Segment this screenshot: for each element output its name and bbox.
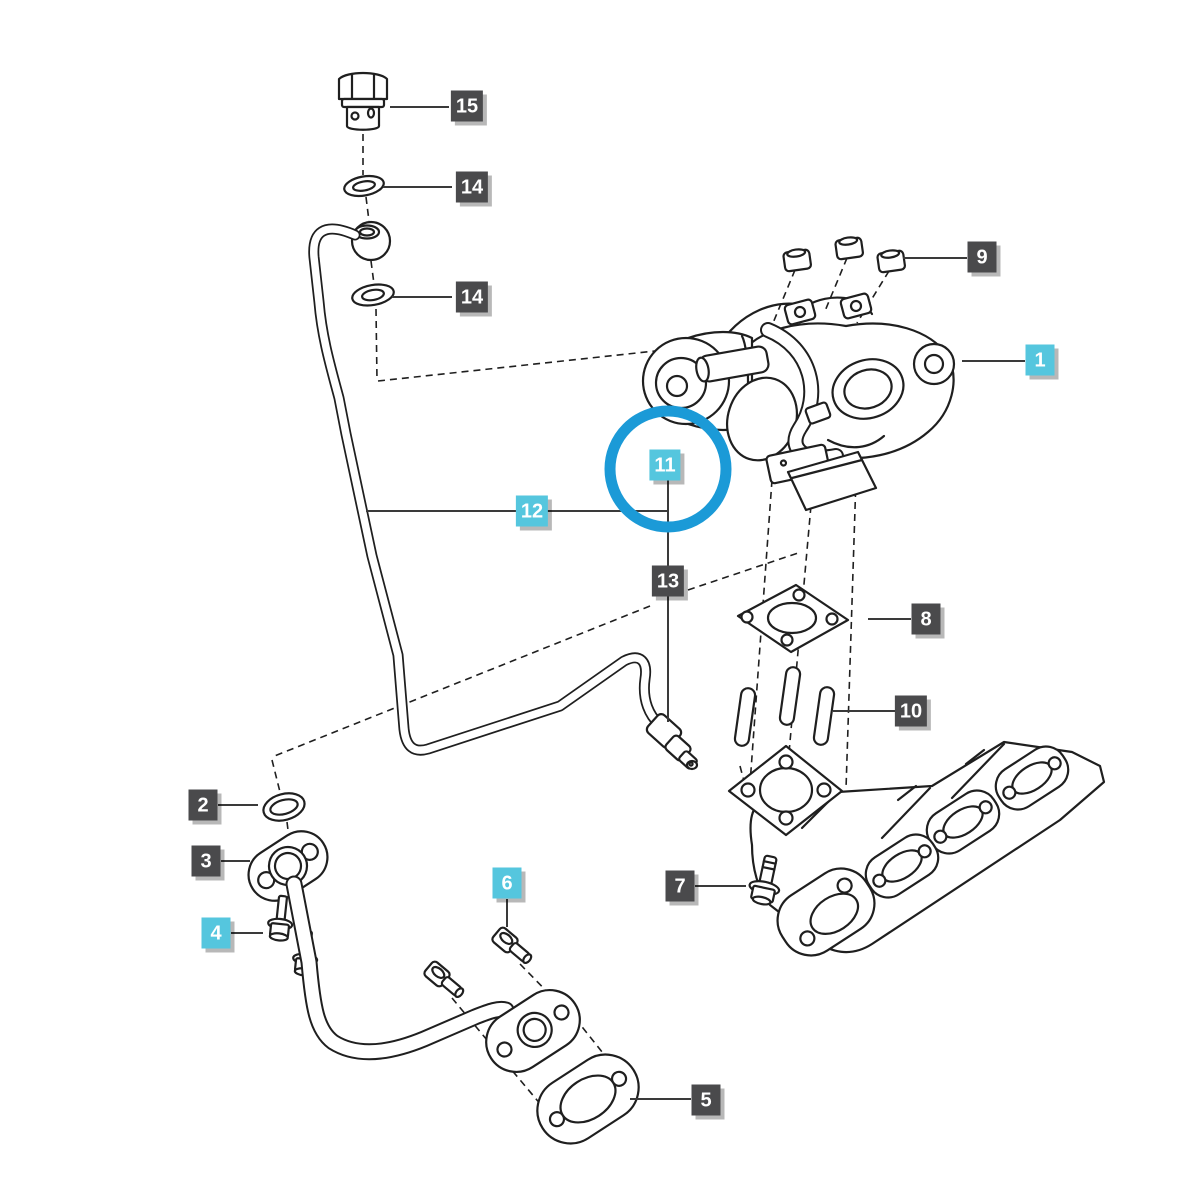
part-label-8[interactable]: 8: [911, 603, 941, 635]
part-label-1[interactable]: 1: [1025, 344, 1055, 376]
part-label-11[interactable]: 11: [649, 449, 681, 481]
part-studs: [733, 666, 836, 747]
part-label-4[interactable]: 4: [201, 917, 231, 949]
part-label-6[interactable]: 6: [492, 867, 522, 899]
part-return-gasket: [536, 1053, 640, 1145]
part-label-13[interactable]: 13: [651, 565, 685, 597]
part-gasket-bolts: [423, 926, 533, 999]
part-label-5[interactable]: 5: [691, 1084, 721, 1116]
part-manifold-bolt: [748, 854, 781, 906]
part-return-flange-lower: [485, 989, 581, 1073]
part-pipe-end-fitting: [645, 713, 699, 771]
part-label-9[interactable]: 9: [967, 241, 997, 273]
part-oil-feed-pipe: [308, 223, 665, 756]
part-label-12[interactable]: 12: [515, 495, 549, 527]
manifold-inlet-flange: [727, 744, 844, 837]
part-banjo-fitting: [350, 220, 392, 262]
highlight-circle: [604, 405, 732, 533]
part-oil-return-pipe: [285, 875, 515, 1061]
part-o-ring: [262, 792, 306, 822]
part-washer-upper: [343, 174, 385, 198]
part-turbo-nuts: [782, 236, 906, 274]
part-exhaust-manifold: [727, 740, 1106, 957]
part-return-flange-upper: [247, 830, 329, 902]
part-turbo-gasket: [736, 583, 850, 654]
part-label-14-2[interactable]: 14: [455, 281, 489, 313]
part-banjo-bolt: [337, 71, 389, 131]
part-label-14-1[interactable]: 14: [455, 171, 489, 203]
part-label-10[interactable]: 10: [894, 695, 928, 727]
part-label-7[interactable]: 7: [665, 870, 695, 902]
part-turbocharger: [641, 292, 956, 512]
part-label-2[interactable]: 2: [188, 789, 218, 821]
part-label-15[interactable]: 15: [450, 90, 484, 122]
part-washer-lower: [351, 283, 395, 307]
part-label-3[interactable]: 3: [191, 845, 221, 877]
